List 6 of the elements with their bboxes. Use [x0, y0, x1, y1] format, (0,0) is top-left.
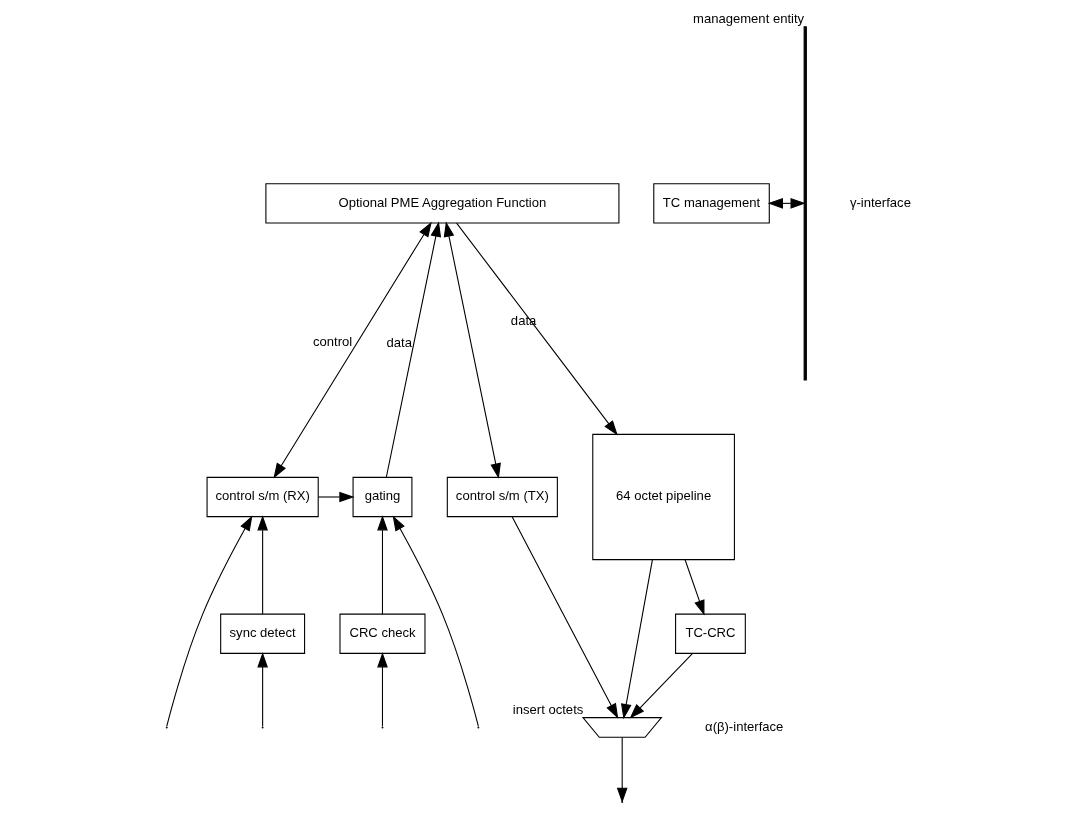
- node-label: management entity: [693, 11, 805, 27]
- label: α(β)-interface: [705, 718, 784, 734]
- label: γ-interface: [849, 194, 911, 210]
- node-label: insert octets: [512, 701, 584, 717]
- edge-label: data: [386, 334, 413, 350]
- edge-label: control: [313, 334, 353, 350]
